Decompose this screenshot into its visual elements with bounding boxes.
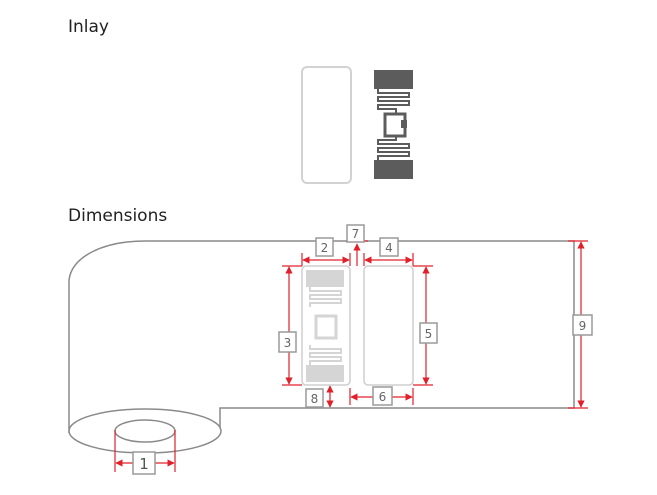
label-on-roll-right	[363, 265, 414, 386]
svg-text:9: 9	[579, 319, 587, 333]
dimension-label-5: 5	[419, 322, 438, 344]
svg-text:4: 4	[385, 241, 393, 255]
faint-antenna-icon	[306, 270, 344, 382]
dimensions-heading: Dimensions	[68, 206, 168, 226]
svg-text:2: 2	[321, 241, 329, 255]
dimension-label-9: 9	[572, 314, 593, 336]
svg-text:8: 8	[311, 392, 319, 406]
dimension-label-4: 4	[379, 237, 399, 257]
inlay-face-stock	[301, 66, 352, 184]
dimension-label-1: 1	[132, 451, 156, 475]
label-on-roll-left	[301, 265, 351, 386]
rfid-antenna-icon	[374, 70, 413, 179]
dimension-label-3: 3	[278, 331, 297, 353]
dimension-label-7: 7	[346, 224, 365, 243]
svg-text:3: 3	[284, 336, 292, 350]
svg-text:6: 6	[379, 390, 387, 404]
svg-text:7: 7	[352, 227, 360, 241]
dimension-label-6: 6	[372, 386, 393, 406]
dimension-label-2: 2	[315, 237, 334, 257]
dimension-label-8: 8	[305, 388, 324, 408]
svg-text:5: 5	[425, 327, 433, 341]
inlay-heading: Inlay	[68, 17, 109, 37]
svg-text:1: 1	[139, 455, 149, 473]
